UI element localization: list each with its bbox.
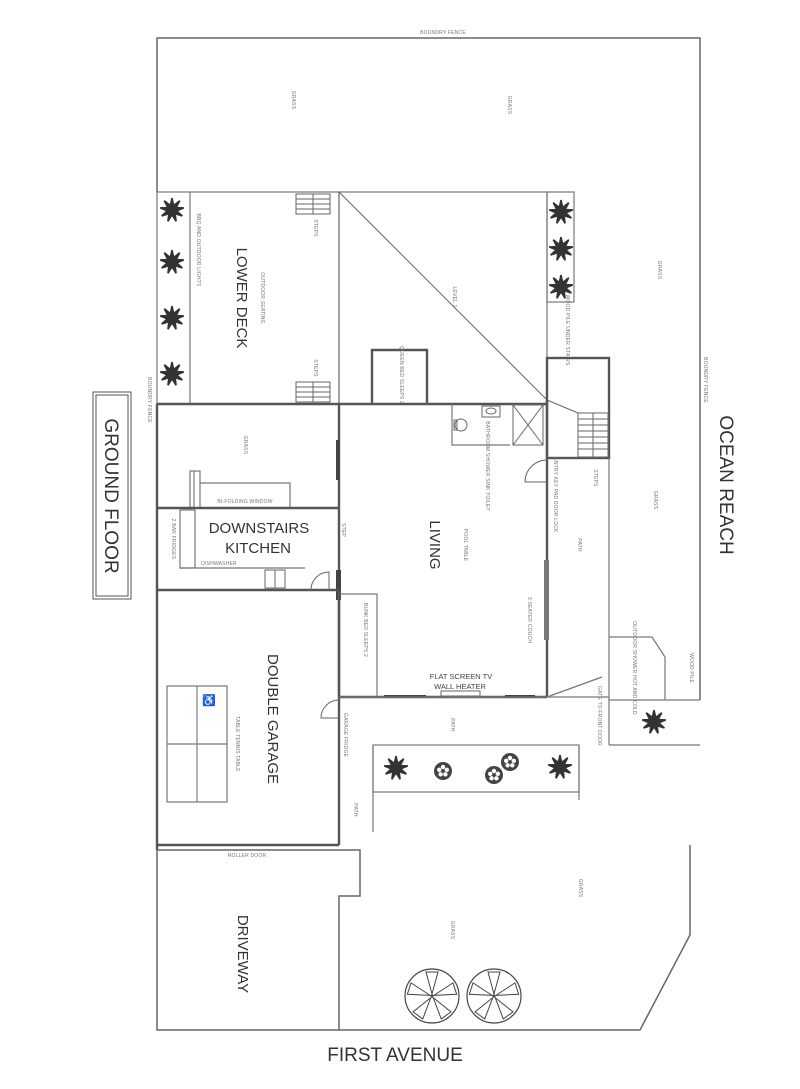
kitchen-label-1: DOWNSTAIRS: [209, 520, 310, 537]
wall-heater: [440, 690, 481, 697]
front-garden: [339, 696, 609, 832]
driveway: [157, 849, 361, 1030]
ground-floor-label: GROUND FLOOR: [100, 418, 121, 573]
grass-label: GRASS: [652, 491, 658, 510]
palm-icon: [641, 709, 667, 735]
kitchen-label-2: KITCHEN: [225, 540, 291, 557]
path-label: PATH: [352, 803, 358, 817]
palm-icon: [159, 249, 185, 275]
ground-floor-title: GROUND FLOOR: [92, 391, 132, 600]
boundary-fence: [156, 37, 701, 1031]
palm-icon: [159, 305, 185, 331]
path-label: PATH: [449, 718, 455, 732]
wood-pile-2-label: WOOD PILE: [688, 653, 694, 684]
dishwasher-label: DISHWASHER: [201, 561, 237, 567]
boundary-fence-right-label: BOUNDRY FENCE: [702, 357, 708, 403]
garage-door: [320, 699, 340, 719]
palm-icon: [159, 361, 185, 387]
entry-door: [524, 459, 548, 483]
street-first-avenue: FIRST AVENUE: [327, 1045, 463, 1066]
queen-bed-label: QUEEN BED SLEEPS 2: [398, 346, 404, 404]
bathroom: [451, 404, 544, 446]
tree-icon: [404, 968, 460, 1024]
queen-bed-room: [370, 348, 429, 404]
tv-label: FLAT SCREEN TV: [430, 672, 493, 681]
outdoor-seating-label: OUTDOOR SEATING: [259, 272, 265, 324]
grass-label: GRASS: [577, 879, 583, 898]
grass-label: GRASS: [290, 91, 296, 110]
tree-icon: [466, 968, 522, 1024]
grass-label: GRASS: [242, 436, 248, 455]
stairs-label: STEPS: [592, 469, 598, 487]
pool-table-label: POOL TABLE: [462, 529, 468, 562]
boundary-fence-left-label: BOUNDRY FENCE: [146, 377, 152, 423]
palm-icon: [548, 236, 574, 262]
boundary-fence-top-label: BOUNDRY FENCE: [420, 30, 466, 36]
toilet-icon: [454, 418, 468, 432]
entry-label: ENTRY KEY PAD DOOR LOCK: [552, 457, 558, 533]
bunk-bed-room: [339, 593, 378, 697]
palm-icon: [547, 754, 573, 780]
steps-icon: [295, 381, 331, 403]
palm-icon: [159, 197, 185, 223]
bi-folding-window-label: BI-FOLDING WINDOW: [217, 499, 272, 505]
steps-label: STEPS: [312, 219, 318, 237]
garage-fridge-label: GARAGE FRIDGE: [342, 713, 348, 758]
double-garage-label: DOUBLE GARAGE: [264, 654, 281, 784]
bathroom-label: BATHROOM SHOWER SINK TOILET: [484, 421, 490, 511]
grass-label: GRASS: [449, 921, 455, 940]
wood-pile-label: WOOD PILE UNDER STAIRS: [564, 295, 570, 366]
step-label: STEP: [340, 523, 346, 537]
steps-icon: [295, 193, 331, 215]
couch-label: 3 SEATER COUCH: [526, 597, 532, 644]
roller-door-label: ROLLER DOOR: [228, 853, 267, 859]
chair-icon: ♿: [202, 694, 216, 707]
bbq-label: BBQ AND OUTDOOR LIGHTS: [195, 213, 201, 286]
kitchen-door: [310, 571, 330, 591]
steps-label: STEPS: [312, 359, 318, 377]
shrub-icon: [501, 753, 519, 771]
grass-label: GRASS: [656, 261, 662, 280]
heater-label: WALL HEATER: [434, 682, 486, 691]
table-tennis-label: TABLE TENNIS TABLE: [234, 716, 240, 772]
living-label: LIVING: [426, 520, 443, 569]
path-label: PATH: [576, 538, 582, 552]
entry-stairs: [545, 356, 611, 460]
street-ocean-reach: OCEAN REACH: [715, 415, 736, 554]
bar-fridges-label: 2 BAR FRIDGES: [170, 519, 176, 560]
grass-label: GRASS: [506, 96, 512, 115]
shower-label: OUTDOOR SHOWER HOT AND COLD: [631, 621, 637, 715]
gate: [546, 676, 603, 698]
palm-icon: [548, 199, 574, 225]
shrub-icon: [485, 766, 503, 784]
palm-icon: [383, 755, 409, 781]
driveway-label: DRIVEWAY: [234, 915, 251, 993]
shrub-icon: [434, 762, 452, 780]
gate-label: GATE TO FRONT DOOR: [596, 686, 602, 746]
lower-deck-label: LOWER DECK: [233, 248, 250, 349]
level-1-label: LEVEL 1: [451, 287, 457, 308]
bunk-bed-label: BUNK BED SLEEPS 2: [362, 603, 368, 657]
downstairs-kitchen: [157, 470, 339, 592]
double-garage: [157, 590, 341, 847]
